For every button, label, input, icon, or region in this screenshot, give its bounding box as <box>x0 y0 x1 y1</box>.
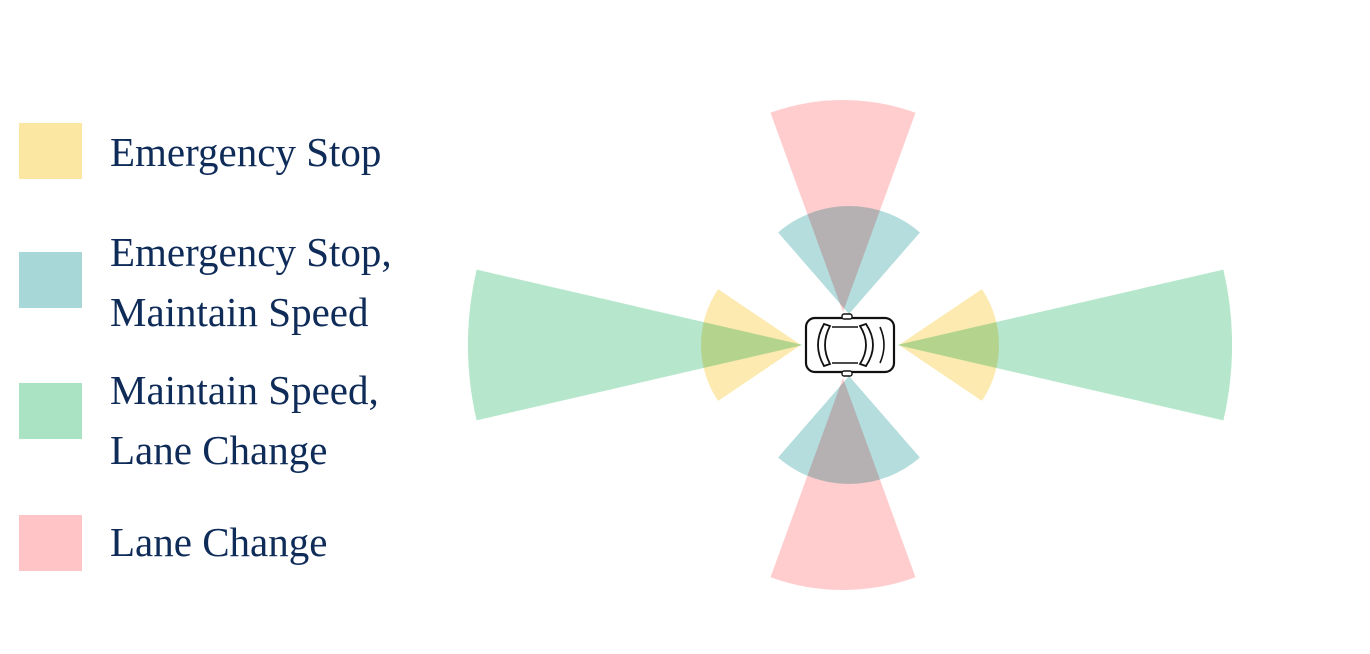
coverage-sectors <box>468 100 1232 590</box>
sector-maintain-speed-lane-change-right <box>897 269 1232 421</box>
sector-emergency-stop-maintain-speed-front <box>778 205 920 314</box>
car-top-view-icon <box>804 313 896 377</box>
legend-swatch-emergency-stop-maintain-speed <box>19 252 82 308</box>
sector-emergency-stop-maintain-speed-rear <box>778 376 920 485</box>
legend-label-lane-change: Lane Change <box>110 519 328 565</box>
legend-label-emergency-stop-maintain-speed: Emergency Stop, Maintain Speed <box>110 229 392 335</box>
sector-emergency-stop-left <box>701 289 801 401</box>
legend-label-maintain-speed-lane-change: Maintain Speed, Lane Change <box>110 367 379 473</box>
legend-swatch-maintain-speed-lane-change <box>19 383 82 439</box>
sector-lane-change-front <box>770 100 916 312</box>
legend-label-emergency-stop: Emergency Stop <box>110 129 382 175</box>
sector-emergency-stop-right <box>899 289 999 401</box>
legend-swatch-emergency-stop <box>19 123 82 179</box>
legend-swatch-lane-change <box>19 515 82 571</box>
sector-maintain-speed-lane-change-left <box>468 269 803 421</box>
sector-lane-change-rear <box>770 378 916 590</box>
